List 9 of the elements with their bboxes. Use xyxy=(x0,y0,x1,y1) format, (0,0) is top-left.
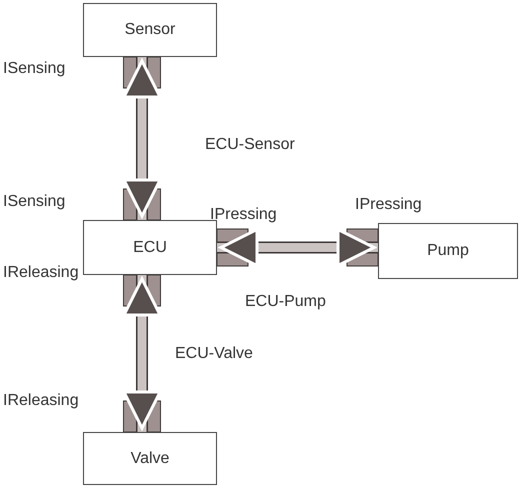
component-box: Pump xyxy=(378,223,518,279)
component-box: Valve xyxy=(83,432,217,485)
component-box: Sensor xyxy=(83,3,217,57)
component-box: ECU xyxy=(83,220,217,275)
port-label: ISensing xyxy=(3,59,66,79)
port-label: IReleasing xyxy=(3,391,79,411)
port-label: IReleasing xyxy=(3,263,79,283)
port-label: IPressing xyxy=(355,195,422,215)
port-label: ISensing xyxy=(3,192,66,212)
